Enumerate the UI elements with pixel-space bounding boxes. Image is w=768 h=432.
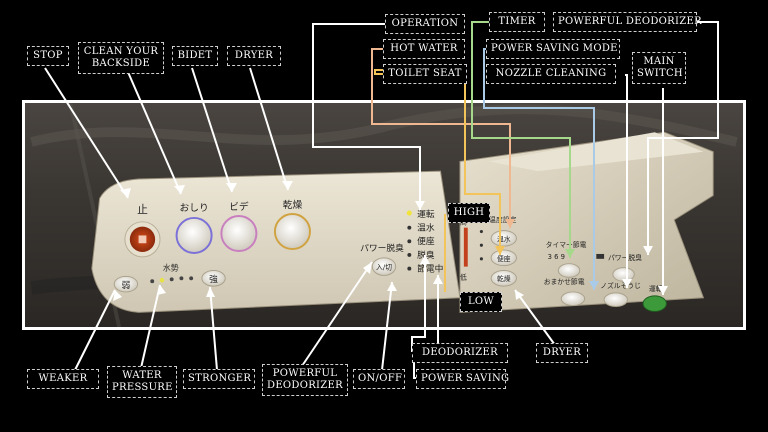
label-stronger: STRONGER xyxy=(183,369,255,389)
label-operation: OPERATION xyxy=(385,14,465,34)
weak-jp: 弱 xyxy=(122,280,131,291)
label-dryer-top: DRYER xyxy=(227,46,281,66)
label-dryer-bottom: DRYER xyxy=(536,343,588,363)
kanso-btn-jp: 乾燥 xyxy=(497,274,511,283)
status-seat: 便座 xyxy=(417,235,435,247)
stop-jp: 止 xyxy=(137,203,148,216)
timer-nums: 3 6 9 xyxy=(548,253,565,261)
label-power-saving: POWER SAVING xyxy=(416,369,509,389)
power-deo2-jp: パワー脱臭 xyxy=(608,253,642,262)
pressure-jp: 水勢 xyxy=(163,263,179,273)
label-on-off: ON/OFF xyxy=(353,369,405,389)
label-toilet-seat: TOILET SEAT xyxy=(383,64,467,84)
strong-jp: 強 xyxy=(209,273,218,285)
temp-setting-jp: 温度設定 xyxy=(489,215,516,224)
status-deo: 脱臭 xyxy=(417,249,435,261)
status-hotwater: 温水 xyxy=(417,222,435,234)
omakase-jp: おまかせ節電 xyxy=(544,277,585,286)
label-hot-water: HOT WATER xyxy=(383,39,465,59)
label-main-switch: MAIN SWITCH xyxy=(632,52,686,84)
status-operation: 運転 xyxy=(417,209,435,220)
label-power-saving-mode: POWER SAVING MODE xyxy=(486,39,620,59)
label-timer: TIMER xyxy=(489,12,545,32)
onoff-jp: 入/切 xyxy=(376,264,392,272)
label-weaker: WEAKER xyxy=(27,369,99,389)
label-powerful-deodorizer-bottom: POWERFUL DEODORIZER xyxy=(262,364,348,396)
nozzle-jp: ノズルそうじ xyxy=(600,281,641,290)
label-bidet: BIDET xyxy=(172,46,218,66)
label-low: LOW xyxy=(460,292,502,312)
label-powerful-deodorizer-top: POWERFUL DEODORIZER xyxy=(553,12,702,32)
bidet-jp: ビデ xyxy=(229,200,249,213)
label-deodorizer: DEODORIZER xyxy=(412,343,508,363)
onsui-btn-jp: 温水 xyxy=(497,234,511,243)
label-high: HIGH xyxy=(448,203,490,223)
label-water-pressure: WATER PRESSURE xyxy=(107,366,177,398)
dryer-jp: 乾燥 xyxy=(283,198,303,211)
benza-btn-jp: 便座 xyxy=(497,254,511,263)
label-nozzle-cleaning: NOZZLE CLEANING xyxy=(486,64,616,84)
status-saving: 節電中 xyxy=(417,262,443,274)
power-deo-jp: パワー脱臭 xyxy=(360,242,404,254)
oshiri-jp: おしり xyxy=(180,202,209,214)
timer-jp: タイマー節電 xyxy=(546,240,587,249)
label-clean-backside: CLEAN YOUR BACKSIDE xyxy=(78,42,164,74)
label-stop: STOP xyxy=(27,46,69,66)
low-jp: 低 xyxy=(460,272,467,281)
main-jp: 運転 xyxy=(649,284,663,293)
